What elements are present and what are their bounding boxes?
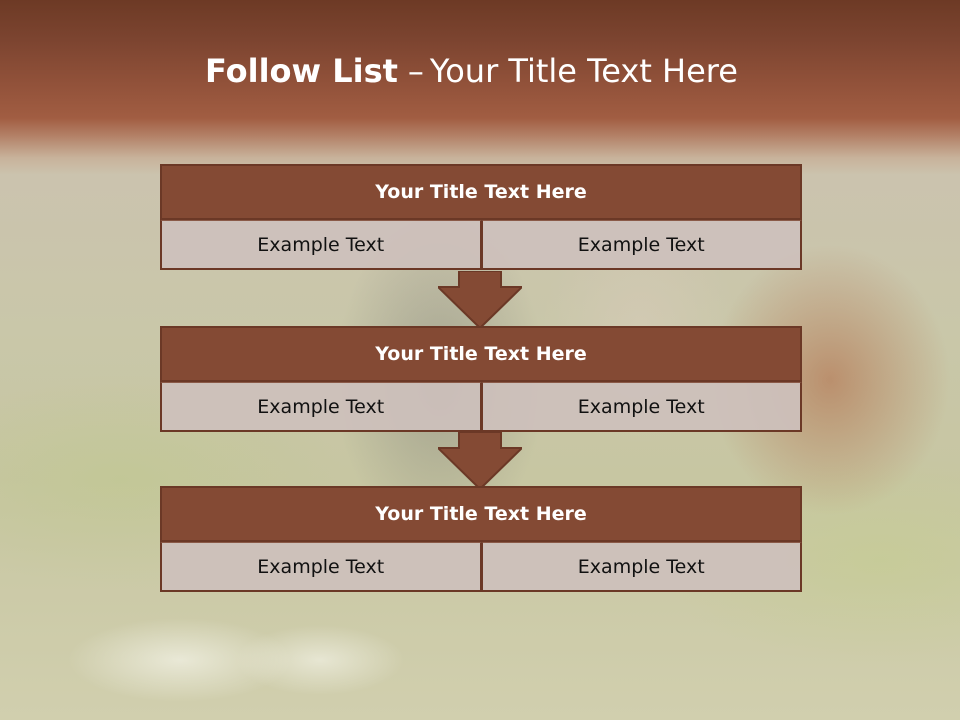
slide-title-dash: – <box>407 52 424 90</box>
step-3-cells: Example Text Example Text <box>160 542 802 592</box>
step-block-2: Your Title Text Here Example Text Exampl… <box>160 326 802 432</box>
step-3-title: Your Title Text Here <box>160 486 802 542</box>
slide-title: Follow List–Your Title Text Here <box>0 52 943 90</box>
down-arrow-icon <box>438 432 522 490</box>
step-1-cell-right: Example Text <box>481 220 802 270</box>
step-3-cell-right: Example Text <box>481 542 802 592</box>
header-band <box>0 0 960 175</box>
step-1-cells: Example Text Example Text <box>160 220 802 270</box>
step-1-title: Your Title Text Here <box>160 164 802 220</box>
step-block-3: Your Title Text Here Example Text Exampl… <box>160 486 802 592</box>
down-arrow-icon <box>438 271 522 329</box>
step-2-title: Your Title Text Here <box>160 326 802 382</box>
step-3-cell-left: Example Text <box>160 542 482 592</box>
step-2-cell-right: Example Text <box>481 382 802 432</box>
step-block-1: Your Title Text Here Example Text Exampl… <box>160 164 802 270</box>
step-2-cell-left: Example Text <box>160 382 482 432</box>
slide-title-bold: Follow List <box>205 52 398 90</box>
slide-title-rest: Your Title Text Here <box>429 52 738 90</box>
step-1-cell-left: Example Text <box>160 220 482 270</box>
step-2-cells: Example Text Example Text <box>160 382 802 432</box>
